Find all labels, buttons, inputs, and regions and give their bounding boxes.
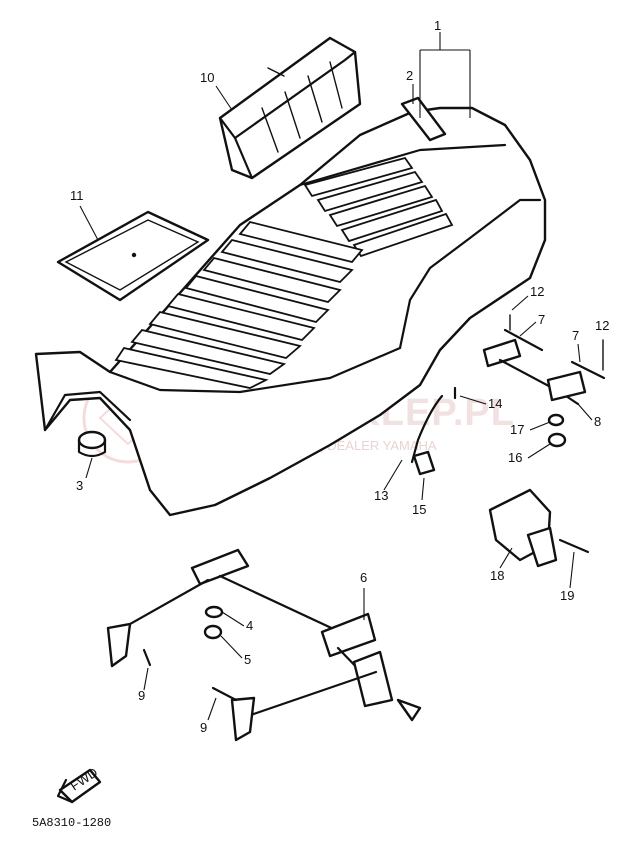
- callout-18: 18: [490, 568, 504, 583]
- part-hinge-hardware: [410, 314, 606, 476]
- callout-13: 13: [374, 488, 388, 503]
- callout-9b: 9: [200, 720, 207, 735]
- callout-1: 1: [434, 18, 441, 33]
- part-seat-hinge-frame: [106, 548, 422, 742]
- callout-19: 19: [560, 588, 574, 603]
- callout-7b: 7: [572, 328, 579, 343]
- callout-14: 14: [488, 396, 502, 411]
- part-seat: [34, 96, 547, 517]
- callout-4: 4: [246, 618, 253, 633]
- callout-12b: 12: [595, 318, 609, 333]
- callout-17: 17: [510, 422, 524, 437]
- callout-8: 8: [594, 414, 601, 429]
- seat-ribs-front: [303, 156, 454, 258]
- part-damper: [77, 430, 107, 458]
- callout-6: 6: [360, 570, 367, 585]
- part-storage-tray: [218, 36, 362, 180]
- callouts: 1 2 3 4 5 6 7 7 8 9 9 10 11 12 12 13 14 …: [70, 18, 609, 735]
- callout-11: 11: [70, 188, 84, 203]
- drawing-code: 5A8310-1280: [32, 816, 111, 830]
- callout-10: 10: [200, 70, 214, 85]
- part-seat-lock: [488, 488, 590, 568]
- callout-2: 2: [406, 68, 413, 83]
- front-direction-marker: FWD: [56, 765, 102, 804]
- callout-12a: 12: [530, 284, 544, 299]
- callout-16: 16: [508, 450, 522, 465]
- callout-9a: 9: [138, 688, 145, 703]
- callout-5: 5: [244, 652, 251, 667]
- callout-7a: 7: [538, 312, 545, 327]
- seat-ribs-rear: [114, 220, 364, 389]
- callout-3: 3: [76, 478, 83, 493]
- part-plate: [56, 210, 210, 302]
- callout-15: 15: [412, 502, 426, 517]
